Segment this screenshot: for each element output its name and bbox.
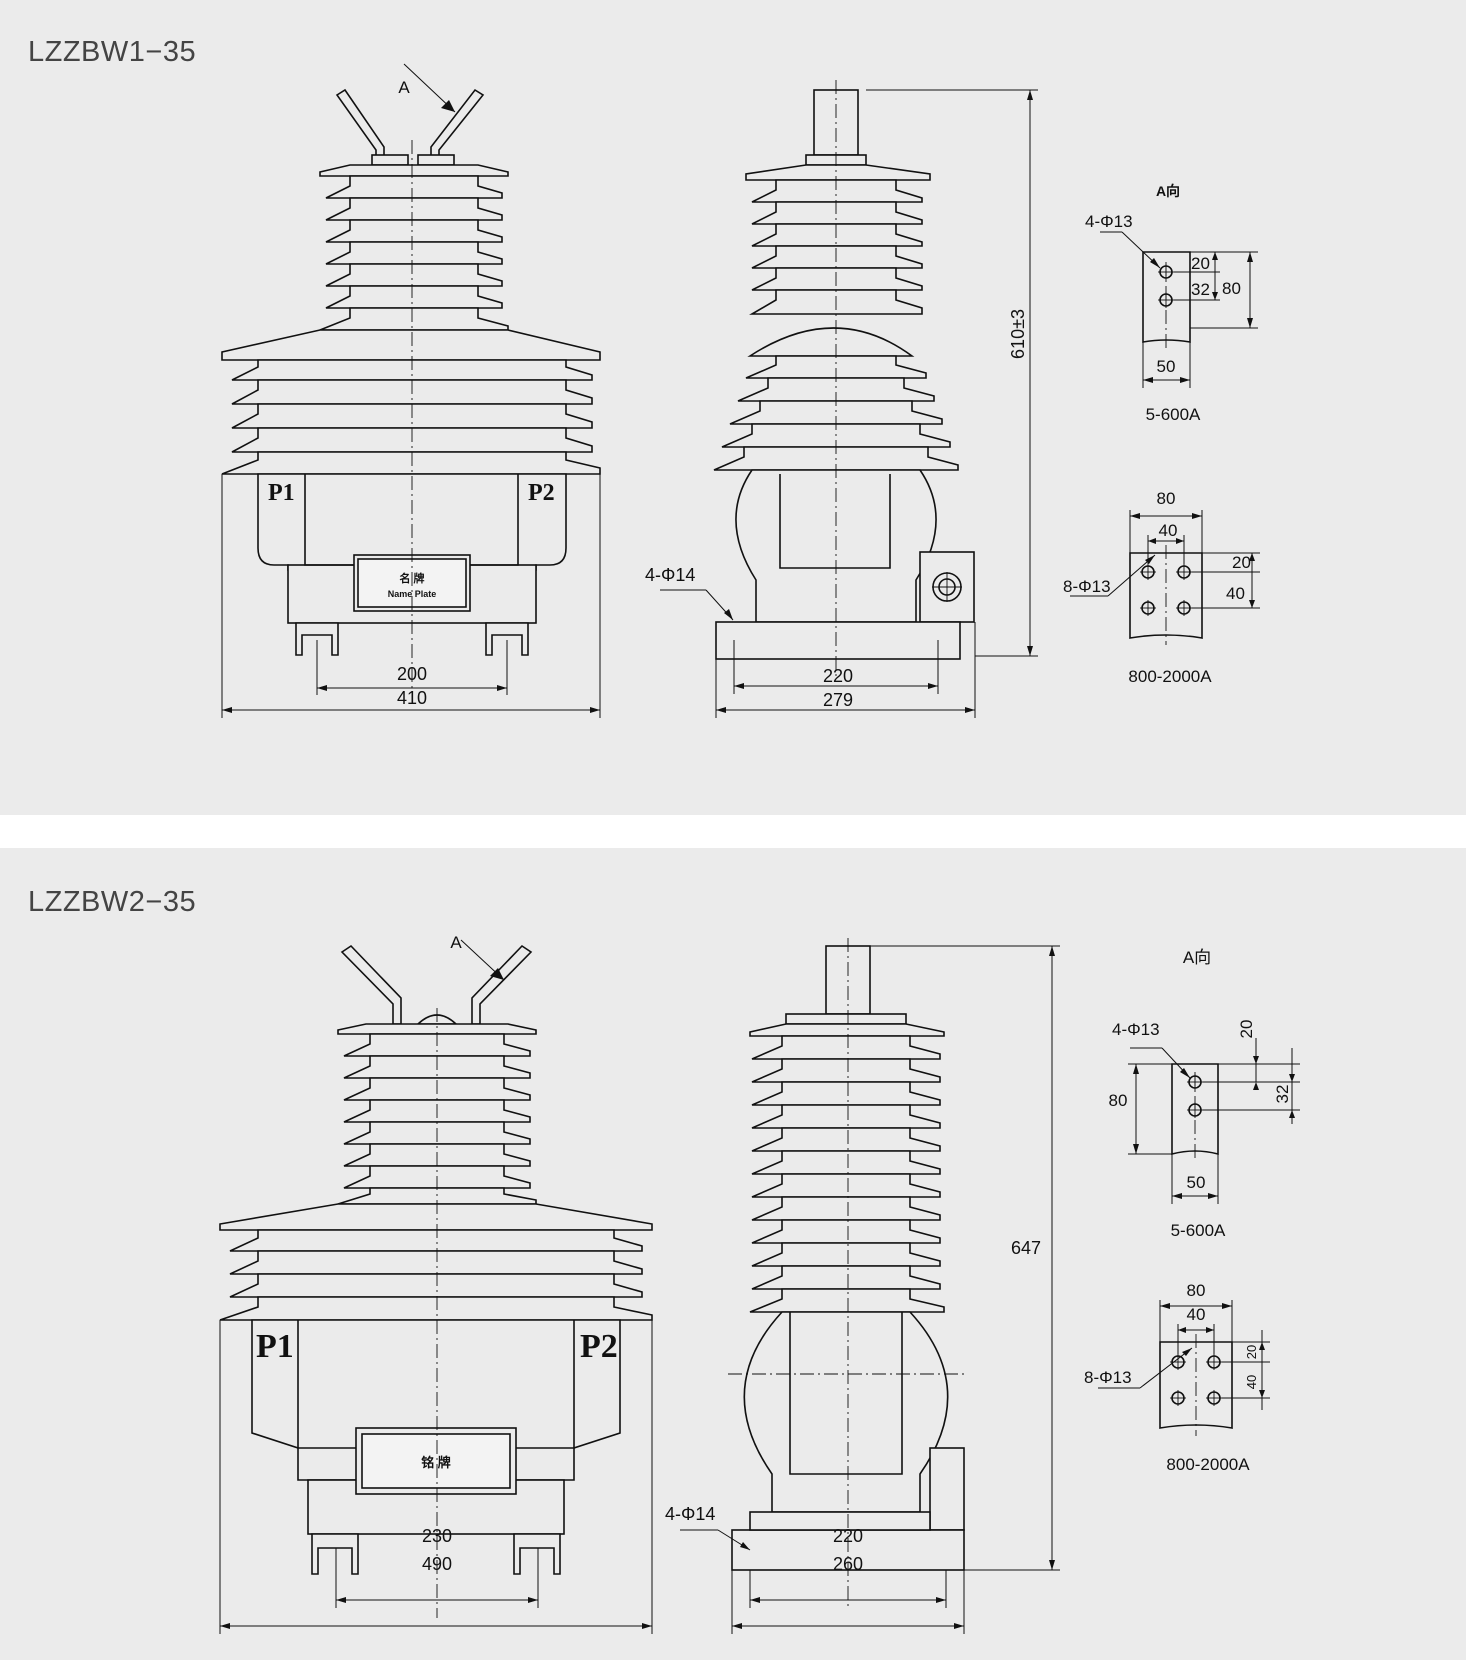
detail-view-title: A向 <box>1156 183 1180 199</box>
dim-side-inner: 220 <box>833 1526 863 1546</box>
terminal-p2-label: P2 <box>528 480 555 506</box>
view-arrow-label: A <box>398 78 410 97</box>
terminal-p1-label: P1 <box>268 480 295 506</box>
detail-small-range: 5-600A <box>1171 1221 1226 1240</box>
detail-small-d3: 80 <box>1109 1091 1128 1110</box>
base-plate <box>715 621 961 660</box>
dim-outer: 490 <box>422 1554 452 1574</box>
nameplate-title: 名 牌 <box>399 571 424 585</box>
terminal-block-right <box>417 154 455 166</box>
drawing-panel-lzzbw1: LZZBW1−35 <box>0 0 1466 815</box>
dim-side-outer: 279 <box>823 690 853 710</box>
front-view <box>219 944 653 1575</box>
nameplate-subtitle: Name Plate <box>388 589 437 599</box>
terminal-rod-left <box>335 88 385 161</box>
terminal-rod-right <box>430 88 485 161</box>
dim-side-inner: 220 <box>823 666 853 686</box>
dim-mount-holes: 4-Φ14 <box>645 565 695 585</box>
panel-title: LZZBW1−35 <box>28 36 197 68</box>
panel-title: LZZBW2−35 <box>28 886 197 918</box>
detail-large-range: 800-2000A <box>1128 667 1212 686</box>
dim-side-outer: 260 <box>833 1554 863 1574</box>
detail-small-holes: 4-Φ13 <box>1085 212 1133 231</box>
detail-small-d2: 32 <box>1191 280 1210 299</box>
terminal-block-left <box>371 154 409 166</box>
detail-large-holes: 8-Φ13 <box>1063 577 1111 596</box>
detail-view-title: A向 <box>1183 948 1211 967</box>
detail-large-w2: 40 <box>1187 1305 1206 1324</box>
dim-outer: 410 <box>397 688 427 708</box>
terminal-p2-label: P2 <box>580 1328 618 1365</box>
detail-large-holes: 8-Φ13 <box>1084 1368 1132 1387</box>
dim-height: 610±3 <box>1008 309 1028 359</box>
view-arrow-label: A <box>450 933 462 952</box>
detail-small-range: 5-600A <box>1146 405 1201 424</box>
detail-large-d1: 20 <box>1232 553 1251 572</box>
detail-small <box>1142 251 1191 343</box>
detail-large-w1: 80 <box>1157 489 1176 508</box>
detail-small-width: 50 <box>1187 1173 1206 1192</box>
detail-large-d1: 20 <box>1244 1345 1259 1359</box>
detail-small-d1: 20 <box>1237 1020 1256 1039</box>
detail-small-holes: 4-Φ13 <box>1112 1020 1160 1039</box>
detail-small-d3: 80 <box>1222 279 1241 298</box>
terminal-p1-label: P1 <box>256 1328 294 1365</box>
terminal-rod-right <box>471 944 533 1025</box>
detail-large-w1: 80 <box>1187 1281 1206 1300</box>
nameplate-title: 铭 牌 <box>421 1455 451 1470</box>
technical-drawing: A P1 P2 铭 牌 230 490 4-Φ14 220 260 647 A向… <box>219 933 1300 1634</box>
detail-large-range: 800-2000A <box>1166 1455 1250 1474</box>
side-view <box>713 89 975 660</box>
detail-small-width: 50 <box>1157 357 1176 376</box>
terminal-rod-left <box>340 944 402 1025</box>
dim-inner: 230 <box>422 1526 452 1546</box>
detail-large-d2: 40 <box>1244 1375 1259 1389</box>
detail-large-d2: 40 <box>1226 584 1245 603</box>
secondary-terminal-box <box>929 1447 965 1531</box>
dim-height: 647 <box>1011 1238 1041 1258</box>
technical-drawing: A P1 P2 名 牌 Name Plate 200 410 4-Φ14 220… <box>221 63 1260 718</box>
side-view <box>731 945 965 1571</box>
dim-inner: 200 <box>397 664 427 684</box>
dim-mount-holes: 4-Φ14 <box>665 1504 715 1524</box>
drawing-panel-lzzbw2: LZZBW2−35 <box>0 848 1466 1660</box>
front-view <box>221 88 601 656</box>
detail-small-d2: 32 <box>1273 1085 1292 1104</box>
detail-large-w2: 40 <box>1159 521 1178 540</box>
detail-small-d1: 20 <box>1191 254 1210 273</box>
